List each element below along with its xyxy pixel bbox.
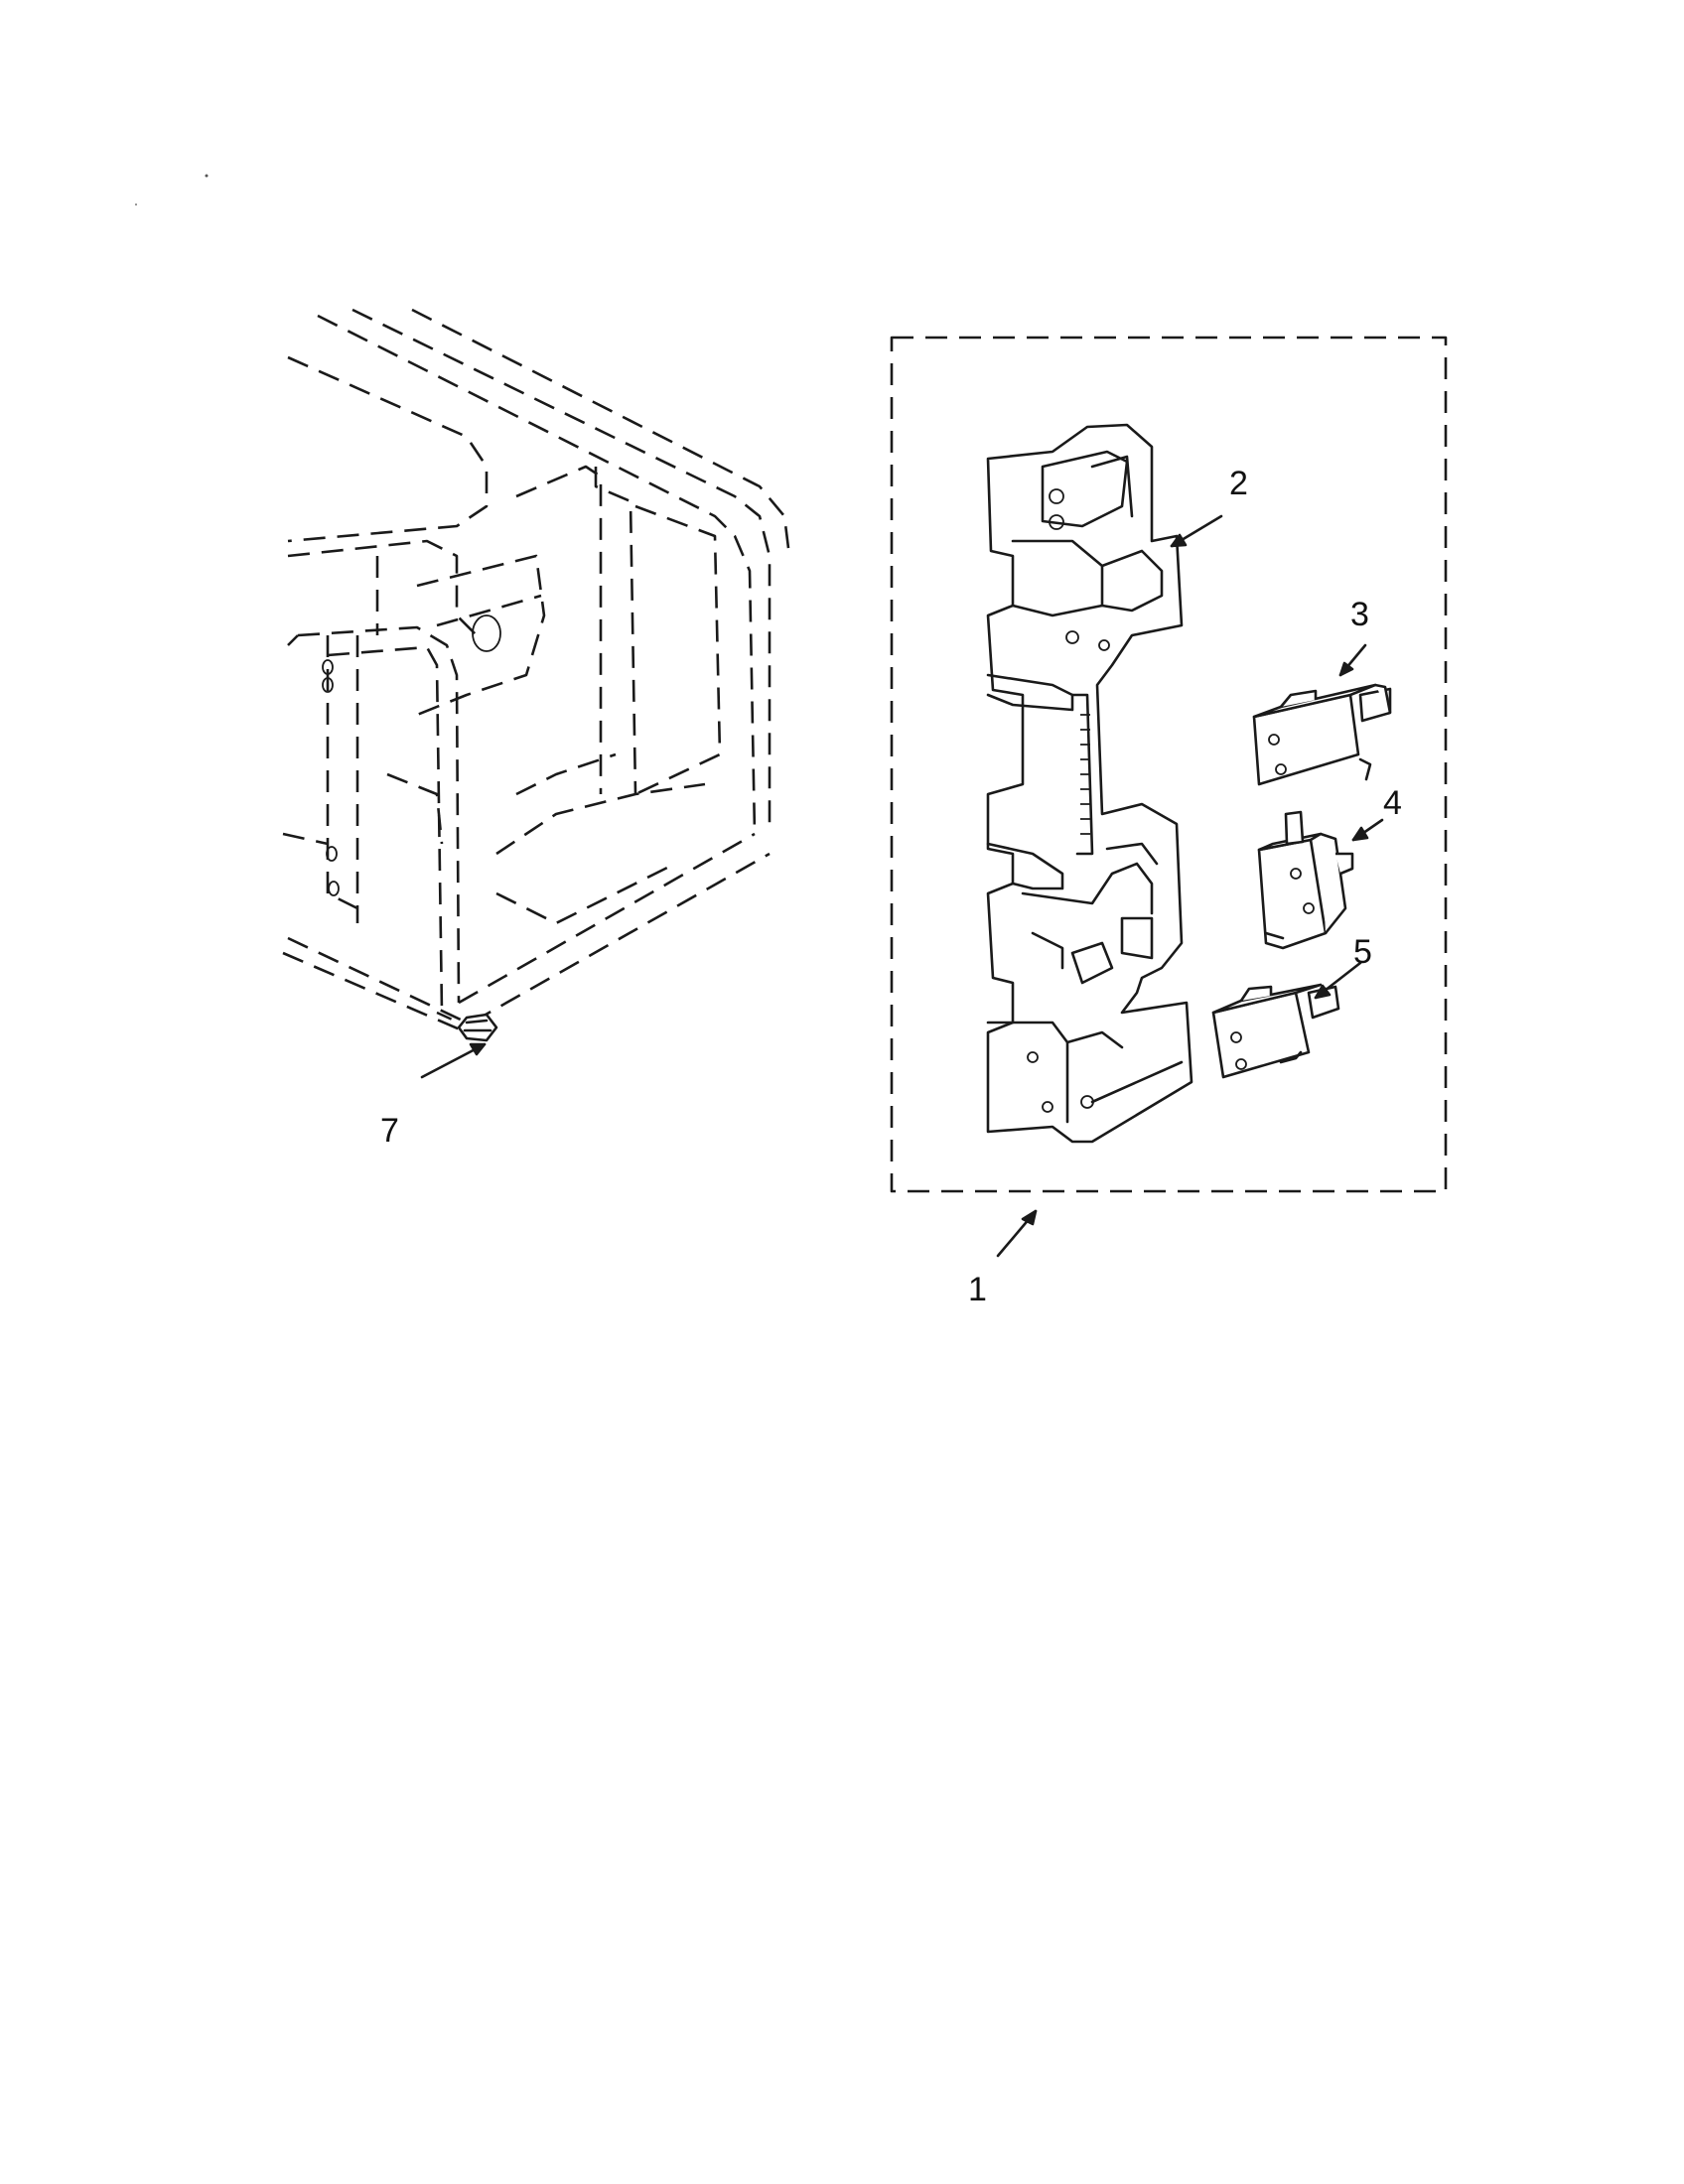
- arrowhead-4: [1351, 826, 1369, 842]
- micro-switch-3: [1252, 683, 1392, 786]
- cabinet-outline: [282, 308, 791, 1034]
- assembly-boundary: [890, 336, 1448, 1193]
- speck: [135, 204, 137, 205]
- callout-1: 1: [968, 1271, 987, 1308]
- callout-7: 7: [380, 1112, 399, 1150]
- arrowhead-3: [1338, 661, 1354, 677]
- arrowhead-1: [1021, 1209, 1038, 1226]
- door-latch-body: [986, 423, 1193, 1144]
- screw: [436, 1011, 498, 1042]
- micro-switch-4: [1257, 810, 1354, 950]
- callout-4: 4: [1383, 784, 1402, 822]
- callout-3: 3: [1350, 596, 1369, 633]
- callout-2: 2: [1229, 465, 1248, 502]
- speck: [205, 174, 209, 178]
- callout-5: 5: [1353, 933, 1372, 971]
- micro-switch-5: [1211, 983, 1340, 1079]
- arrowhead-2: [1170, 533, 1188, 548]
- arrowhead-5: [1314, 984, 1332, 1000]
- arrowhead-7: [469, 1042, 487, 1056]
